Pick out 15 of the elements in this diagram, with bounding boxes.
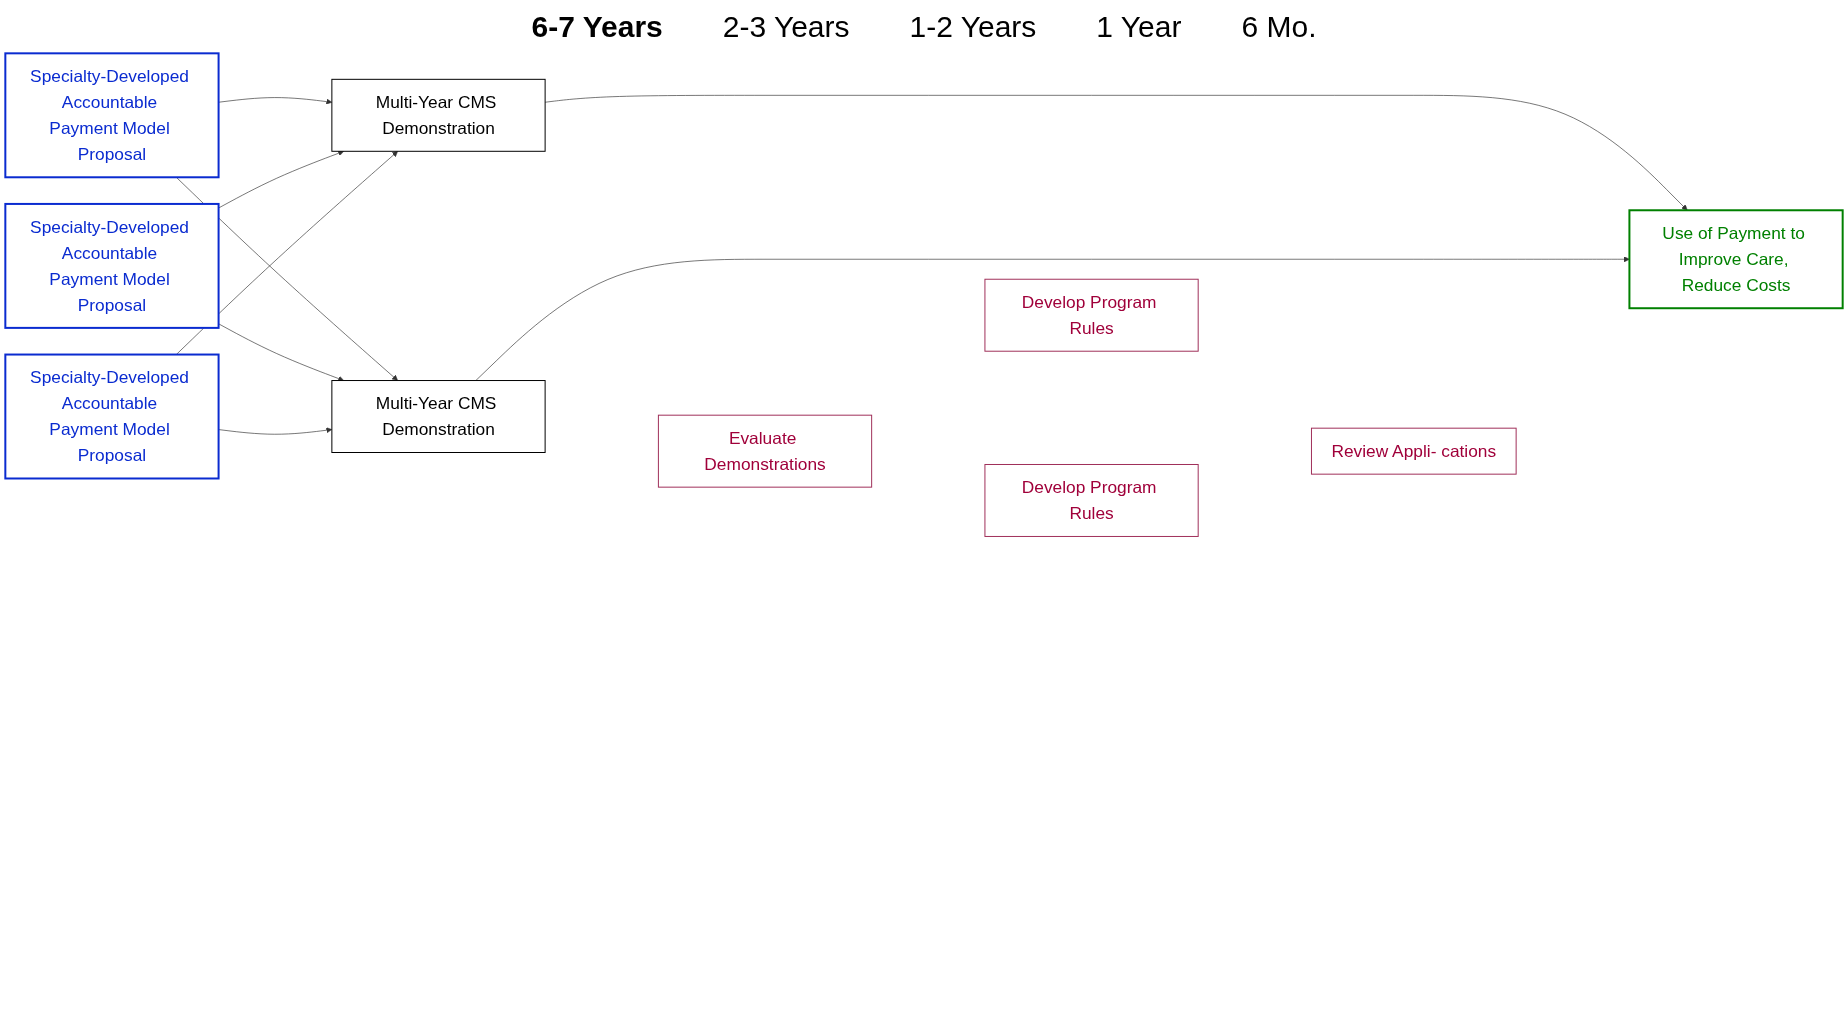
node-box: Multi-Year CMS Demonstration bbox=[331, 380, 546, 453]
duration-label: 1-2 Years bbox=[909, 10, 1037, 44]
node-box: Develop Program Rules bbox=[984, 464, 1199, 537]
total-duration-label: 6-7 Years bbox=[531, 10, 663, 44]
node-box: Use of Payment to Improve Care, Reduce Costs bbox=[1628, 209, 1844, 310]
node-box: Specialty-Developed Accountable Payment Model Proposal bbox=[4, 202, 220, 329]
duration-label: 1 Year bbox=[1096, 10, 1182, 44]
duration-label: 6 Mo. bbox=[1241, 10, 1317, 44]
node-box: Multi-Year CMS Demonstration bbox=[331, 78, 546, 152]
node-box: Evaluate Demonstrations bbox=[657, 414, 873, 488]
node-box: Review Appli- cations bbox=[1310, 427, 1517, 475]
node-box: Specialty-Developed Accountable Payment Model Proposal bbox=[4, 52, 220, 179]
node-box: Specialty-Developed Accountable Payment Model Proposal bbox=[4, 353, 220, 480]
node-box: Develop Program Rules bbox=[984, 278, 1199, 352]
duration-label: 2-3 Years bbox=[722, 10, 850, 44]
